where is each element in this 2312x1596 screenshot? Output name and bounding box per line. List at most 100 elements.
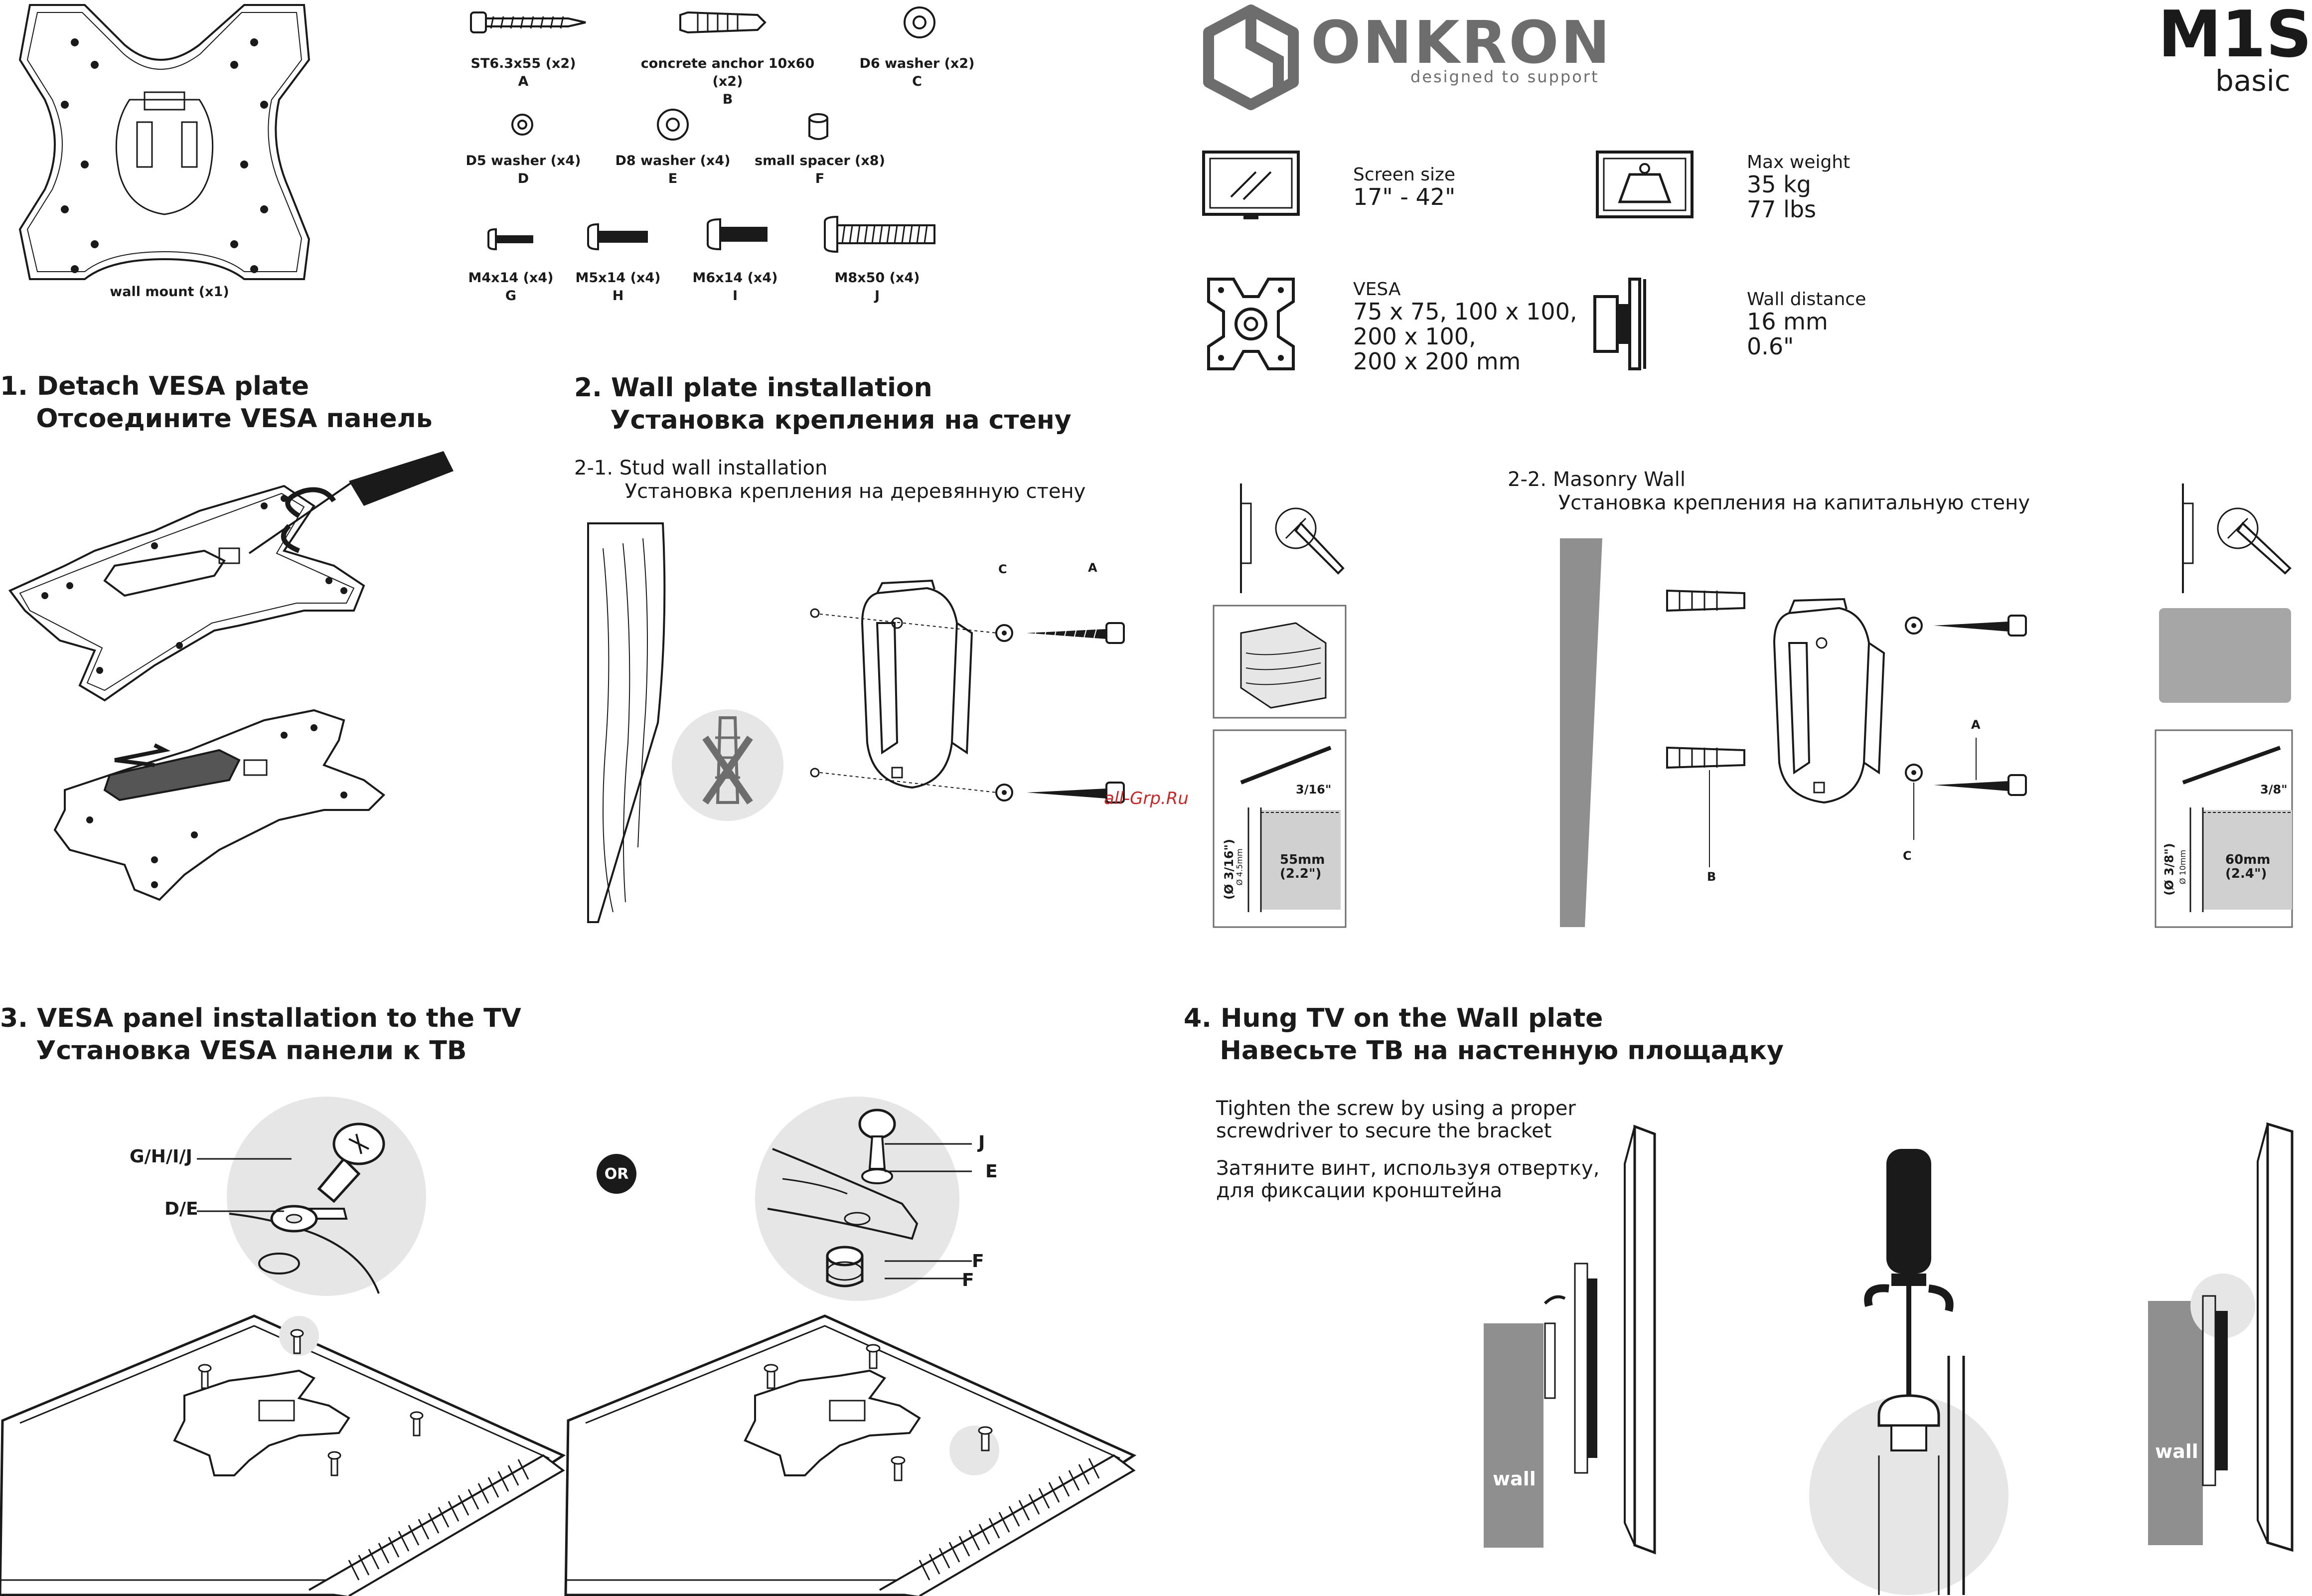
- bolt-h-icon: [587, 223, 648, 251]
- model-subtitle: basic: [2215, 64, 2291, 98]
- step-2-1-title-en: 2-1. Stud wall installation: [574, 457, 828, 479]
- callout-j: J: [978, 1132, 985, 1153]
- onkron-logo-icon: [1203, 4, 1299, 110]
- hole-depth-55mm: 55mm: [1280, 852, 1325, 867]
- step-1-title-ru: Отсоедините VESA панель: [0, 404, 433, 434]
- stud-wall-detail-panel: [1213, 483, 1347, 928]
- hole-depth-2-2in: (2.2"): [1280, 866, 1322, 881]
- washer-d-icon: [511, 114, 533, 136]
- callout-a: A: [1088, 561, 1097, 575]
- tv-hung-final-illustration: [2190, 1122, 2294, 1552]
- part-label-j: M8x50 (x4)J: [834, 270, 920, 304]
- part-label-b: concrete anchor 10x60 (x2)B: [640, 56, 815, 107]
- callout-e: E: [985, 1161, 998, 1182]
- no-anchor-warning-icon: [672, 709, 783, 821]
- vesa-zoom-spacer: [755, 1097, 959, 1301]
- brand-tagline: designed to support: [1410, 67, 1599, 86]
- callout-c-masonry: C: [1903, 849, 1912, 863]
- step-4-title-en: 4. Hung TV on the Wall plate: [1184, 1003, 1603, 1033]
- bolt-j-icon: [824, 215, 935, 253]
- max-weight-lbs: 77 lbs: [1747, 196, 1817, 223]
- part-label-a: ST6.3x55 (x2)A: [470, 56, 576, 89]
- wall-label-2: wall: [2155, 1440, 2198, 1462]
- part-label-e: D8 washer (x4)E: [615, 153, 731, 186]
- drill-size-3-16: 3/16": [1296, 783, 1332, 797]
- callout-leader-lines: [197, 1158, 292, 1212]
- screw-a-icon: [470, 11, 586, 33]
- max-weight-label: Max weight: [1747, 152, 1850, 172]
- stud-wall-illustration: [587, 522, 666, 923]
- tv-hanging-illustration: [1543, 1124, 1656, 1555]
- wall-mount-plate-illustration: [18, 4, 310, 280]
- bolt-g-icon: [487, 228, 533, 251]
- vesa-value-2: 200 x 100,: [1353, 323, 1476, 350]
- screen-size-icon: [1202, 151, 1300, 219]
- part-label-d: D5 washer (x4)D: [465, 153, 581, 186]
- vesa-value-3: 200 x 200 mm: [1353, 348, 1521, 375]
- hole-diameter-10mm: Ø 10mm: [2178, 849, 2188, 885]
- wall-distance-label: Wall distance: [1747, 289, 1866, 310]
- step-2-2-title-ru: Установка крепления на капитальную стену: [1508, 491, 2030, 514]
- hole-diameter-3-16: (Ø 3/16"): [1222, 838, 1236, 900]
- model-name: M1S: [2158, 0, 2312, 72]
- stud-wall-bracket-assembly: [810, 579, 1125, 803]
- wall-distance-mm: 16 mm: [1747, 308, 1828, 335]
- screwdriver-tighten-illustration: [1809, 1149, 2008, 1595]
- drill-size-3-8: 3/8": [2260, 783, 2288, 797]
- step-2-title-ru: Установка крепления на стену: [574, 405, 1072, 435]
- part-label-h: M5x14 (x4)H: [575, 270, 661, 304]
- wall-distance-inch: 0.6": [1747, 333, 1794, 360]
- hole-depth-60mm: 60mm: [2225, 852, 2271, 867]
- vesa-label: VESA: [1353, 279, 1401, 300]
- step-4-tip-ru-1: Затяните винт, используя отвертку,: [1216, 1157, 1600, 1180]
- step-4-tip-en-2: screwdriver to secure the bracket: [1216, 1119, 1552, 1142]
- part-label-i: M6x14 (x4)I: [692, 270, 778, 304]
- callout-f-2: F: [962, 1270, 974, 1290]
- part-label-c: D6 washer (x2)C: [859, 56, 975, 89]
- concrete-anchor-b-icon: [679, 11, 767, 34]
- wall-label-1: wall: [1493, 1468, 1536, 1490]
- washer-c-icon: [904, 6, 935, 38]
- washer-e-icon: [657, 109, 689, 141]
- spacer-f-icon: [808, 113, 828, 140]
- spacer-callout-lines: [885, 1143, 972, 1279]
- step-2-title-en: 2. Wall plate installation: [574, 373, 932, 403]
- step-3-title-en: 3. VESA panel installation to the TV: [0, 1003, 521, 1033]
- part-label-g: M4x14 (x4)G: [468, 270, 554, 304]
- tv-back-bolts-illustration: [0, 1314, 566, 1596]
- callout-a-masonry: A: [1971, 718, 1981, 732]
- hole-depth-2-4in: (2.4"): [2225, 866, 2267, 881]
- vesa-pattern-icon: [1207, 278, 1295, 370]
- tv-back-spacers-illustration: [564, 1314, 1137, 1596]
- brand-name: ONKRON: [1311, 8, 1612, 77]
- hole-diameter-3-8: (Ø 3/8"): [2162, 843, 2176, 896]
- vesa-zoom-bolt-washer: [227, 1097, 426, 1296]
- part-label-f: small spacer (x8)F: [755, 153, 885, 186]
- masonry-wall-illustration: [1560, 538, 1602, 927]
- masonry-detail-panel: [2155, 483, 2293, 928]
- step-1-title-en: 1. Detach VESA plate: [0, 371, 309, 401]
- step-3-title-ru: Установка VESA панели к ТВ: [0, 1036, 467, 1066]
- wall-distance-icon: [1593, 278, 1646, 370]
- max-weight-icon: [1596, 151, 1694, 218]
- masonry-bracket-assembly: [1666, 589, 2027, 867]
- step-4-tip-ru-2: для фиксации кронштейна: [1216, 1179, 1503, 1202]
- step-2-1-title-ru: Установка крепления на деревянную стену: [574, 480, 1086, 503]
- or-badge: OR: [597, 1154, 636, 1194]
- callout-b-masonry: B: [1707, 870, 1716, 884]
- bolt-i-icon: [707, 218, 768, 251]
- max-weight-kg: 35 kg: [1747, 171, 1811, 198]
- part-label-wall-mount: wall mount (x1): [110, 284, 229, 300]
- screen-size-value: 17" - 42": [1353, 183, 1456, 210]
- step-2-2-title-en: 2-2. Masonry Wall: [1508, 468, 1686, 491]
- callout-f-1: F: [972, 1251, 984, 1272]
- callout-ghij: G/H/I/J: [130, 1146, 192, 1167]
- vesa-value-1: 75 x 75, 100 x 100,: [1353, 298, 1577, 325]
- screen-size-label: Screen size: [1353, 164, 1456, 185]
- hole-diameter-4-5mm: Ø 4.5mm: [1234, 848, 1244, 886]
- step-4-title-ru: Навесьте ТВ на настенную площадку: [1184, 1036, 1784, 1066]
- watermark: all-Grp.Ru: [1104, 789, 1189, 808]
- callout-c: C: [998, 562, 1007, 576]
- wall-block-2: wall: [2148, 1301, 2203, 1545]
- detach-vesa-plate-illustration: [8, 451, 454, 901]
